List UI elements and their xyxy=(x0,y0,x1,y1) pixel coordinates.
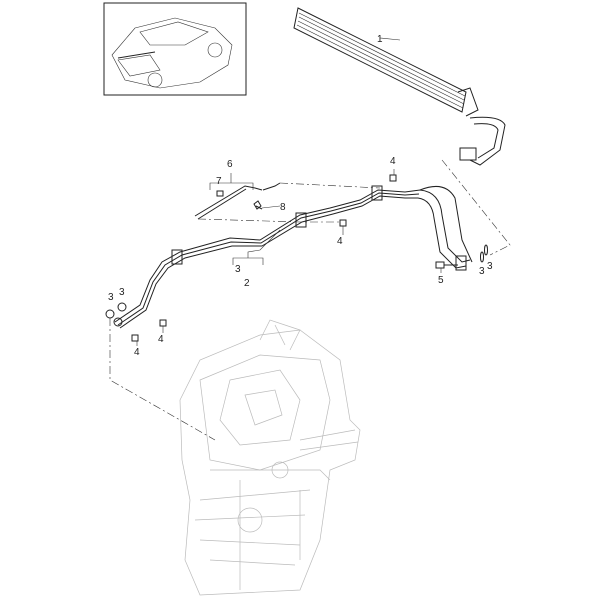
callout-4: 4 xyxy=(337,236,343,247)
callout-6: 6 xyxy=(227,159,233,170)
oil-cooler-radiator xyxy=(293,7,506,166)
vehicle-thumbnail xyxy=(103,2,247,96)
fasteners xyxy=(105,169,488,346)
bracket-assembly xyxy=(194,173,281,220)
callout-4: 4 xyxy=(390,156,396,167)
callout-4: 4 xyxy=(158,334,164,345)
callout-3: 3 xyxy=(108,292,114,303)
callout-8: 8 xyxy=(280,202,286,213)
callout-3: 3 xyxy=(479,266,485,277)
callout-3: 3 xyxy=(235,264,241,275)
oil-line-assembly xyxy=(113,185,473,329)
callout-2: 2 xyxy=(244,278,250,289)
callout-labels: 1 6 7 8 4 4 3 2 3 3 4 4 5 3 3 xyxy=(108,34,493,358)
callout-1: 1 xyxy=(377,34,383,45)
callout-3: 3 xyxy=(119,287,125,298)
transmission-housing xyxy=(179,319,361,596)
callout-4: 4 xyxy=(134,347,140,358)
callout-5: 5 xyxy=(438,275,444,286)
nut-icon xyxy=(216,190,224,197)
leader-lines xyxy=(109,159,511,441)
callout-3: 3 xyxy=(487,261,493,272)
callout-7: 7 xyxy=(216,176,222,187)
